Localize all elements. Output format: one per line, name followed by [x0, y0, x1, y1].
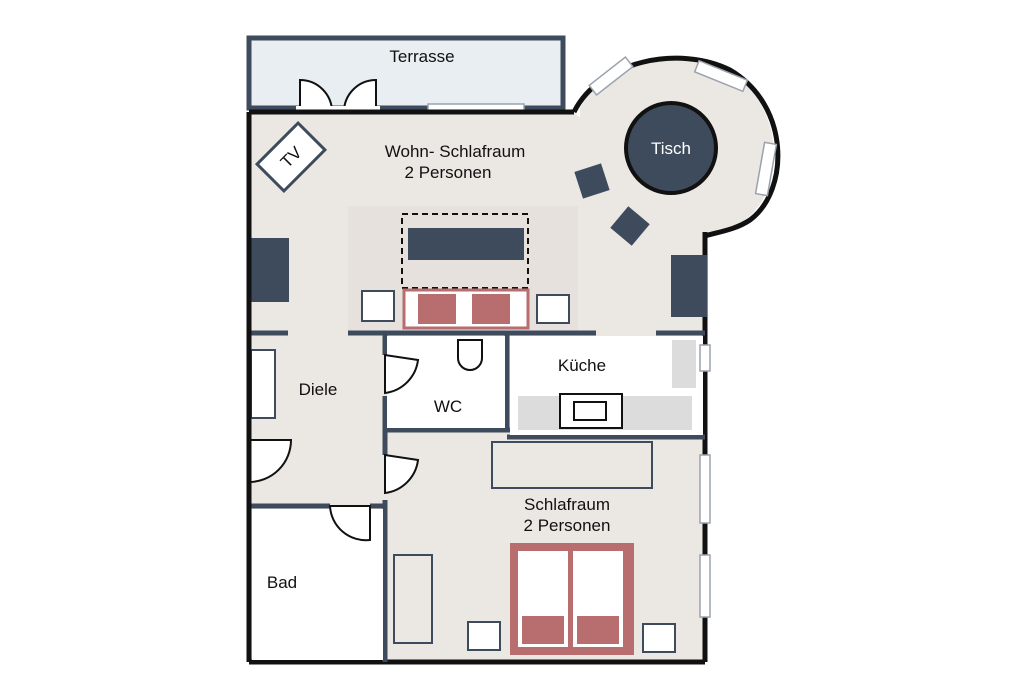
- cabinet-right: [671, 255, 707, 317]
- table-label: Tisch: [651, 139, 691, 158]
- bedroom-nightstand-2: [642, 623, 676, 653]
- kitchen-fridge: [672, 340, 696, 388]
- terrace-double-door: [296, 78, 380, 113]
- wc-door: [384, 353, 420, 395]
- bedroom-dresser: [393, 554, 433, 644]
- terrace: Terrasse: [246, 35, 566, 114]
- bay-windows: [588, 56, 778, 197]
- interior-walls: [249, 330, 705, 662]
- bedroom-wardrobe: [491, 441, 653, 489]
- hall-wardrobe: [250, 349, 276, 419]
- bath-label: Bad: [267, 573, 297, 592]
- hall-label: Diele: [299, 380, 338, 399]
- toilet: [457, 339, 483, 371]
- kitchen-sink: [559, 393, 623, 429]
- hall-entry-door: [248, 439, 293, 484]
- living-room-label-2: 2 Personen: [405, 163, 492, 182]
- chair-1: [574, 163, 610, 199]
- dining-table: Tisch: [624, 101, 718, 195]
- nightstand-1: [361, 290, 395, 322]
- bedroom-label-2: 2 Personen: [524, 516, 611, 535]
- terrace-label: Terrasse: [389, 47, 454, 66]
- bedroom-label-1: Schlafraum: [524, 495, 610, 514]
- nightstand-2: [536, 294, 570, 324]
- sofa-bed: [401, 213, 530, 330]
- bedroom-door: [384, 453, 420, 495]
- cabinet-left: [251, 238, 289, 302]
- bedroom-window-2: [699, 554, 711, 618]
- living-room-label-1: Wohn- Schlafraum: [385, 142, 525, 161]
- tv: TV: [254, 120, 328, 194]
- kitchen-window: [699, 344, 711, 372]
- bath-door: [328, 505, 371, 542]
- bedroom-nightstand-1: [467, 621, 501, 651]
- wc-label: WC: [434, 397, 462, 416]
- chair-2: [610, 206, 650, 246]
- double-bed: [510, 543, 634, 655]
- bedroom-window-1: [699, 454, 711, 524]
- kitchen-label: Küche: [558, 356, 606, 375]
